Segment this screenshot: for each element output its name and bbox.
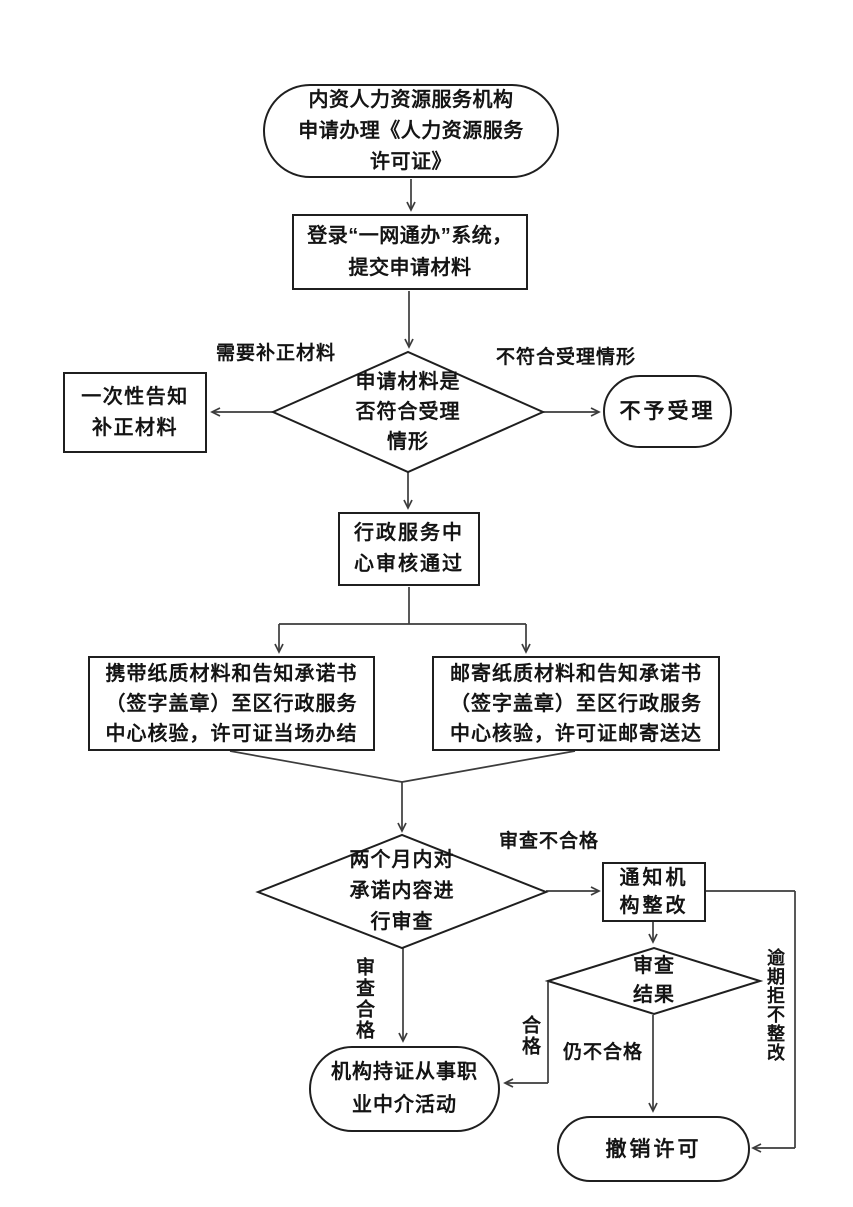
node-login-submit: 登录“一网通办”系统， 提交申请材料 xyxy=(292,214,528,290)
edge-label-not-acceptable: 不符合受理情形 xyxy=(496,347,637,368)
edge-mail-merge xyxy=(401,750,576,783)
edge-label-still-fail: 仍不合格 xyxy=(563,1042,644,1063)
node-mail-submit: 邮寄纸质材料和告知承诺书 （签字盖章）至区行政服务 中心核验，许可证邮寄送达 xyxy=(432,656,720,751)
decision-accept-check-label: 申请材料是 否符合受理 情形 xyxy=(355,371,461,453)
decision-review-result-label: 审查 结果 xyxy=(633,955,675,1006)
decision-review-check-label: 两个月内对 承诺内容进 行审查 xyxy=(349,849,455,933)
node-reject: 不予受理 xyxy=(603,375,732,448)
node-revoke: 撤销许可 xyxy=(557,1116,750,1182)
edge-label-overdue-refuse: 逾期拒不整改 xyxy=(765,948,785,1062)
decision-accept-check-shape xyxy=(270,350,546,474)
node-start: 内资人力资源服务机构 申请办理《人力资源服务 许可证》 xyxy=(263,84,559,178)
node-center-approve: 行政服务中 心审核通过 xyxy=(338,512,480,586)
edge-label-review-pass: 审查合格 xyxy=(353,957,374,1041)
edge-label-need-supplement: 需要补正材料 xyxy=(216,343,337,364)
node-notify-rectify: 通知机 构整改 xyxy=(602,862,706,922)
node-onsite-submit: 携带纸质材料和告知承诺书 （签字盖章）至区行政服务 中心核验，许可证当场办结 xyxy=(88,656,375,751)
decision-review-check-shape xyxy=(255,833,549,950)
edge-label-pass: 合格 xyxy=(519,1015,540,1057)
edge-onsite-merge xyxy=(229,750,403,783)
node-licensed-operate: 机构持证从事职 业中介活动 xyxy=(309,1046,500,1132)
edge-label-review-fail: 审查不合格 xyxy=(499,831,600,852)
node-supplement-notice: 一次性告知 补正材料 xyxy=(63,372,207,453)
decision-review-result-shape xyxy=(544,946,764,1016)
